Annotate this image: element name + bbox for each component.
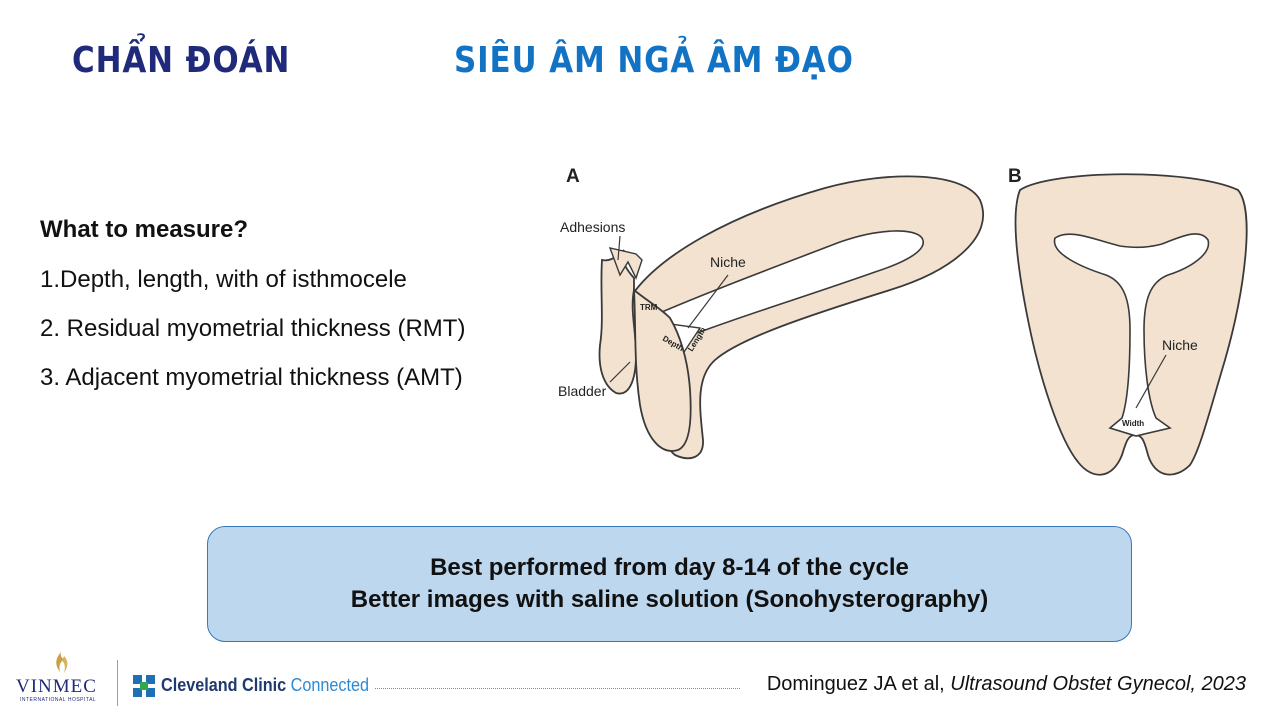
- uterine-canal: [646, 230, 924, 338]
- cleveland-connected: Connected: [290, 675, 370, 695]
- cleveland-clinic-icon: [133, 675, 155, 697]
- tip-callout: Best performed from day 8-14 of the cycl…: [207, 526, 1132, 642]
- measure-item-1: 1.Depth, length, with of isthmocele: [40, 266, 407, 293]
- cervix-shape: [632, 287, 692, 452]
- citation: Dominguez JA et al, Ultrasound Obstet Gy…: [767, 673, 1246, 696]
- bladder-shape: [598, 249, 637, 395]
- vinmec-subtitle: INTERNATIONAL HOSPITAL: [20, 697, 97, 703]
- citation-author: Dominguez JA et al,: [766, 673, 951, 695]
- measure-item-3: 3. Adjacent myometrial thickness (AMT): [40, 364, 463, 391]
- vinmec-logo: VINMEC INTERNATIONAL HOSPITAL: [14, 650, 104, 710]
- citation-journal: Ultrasound Obstet Gynecol, 2023: [950, 673, 1246, 695]
- measurement-list: What to measure? 1.Depth, length, with o…: [40, 216, 540, 413]
- bladder-label: Bladder: [558, 383, 607, 399]
- width-label: Width: [1122, 419, 1144, 428]
- cleveland-clinic-wordmark: Cleveland Clinic Connected: [161, 675, 369, 696]
- niche-label-a: Niche: [710, 254, 746, 270]
- footer-divider: [117, 660, 118, 706]
- vinmec-wordmark: VINMEC: [16, 676, 97, 697]
- callout-line-2: Better images with saline solution (Sono…: [350, 586, 989, 613]
- section-title: CHẨN ĐOÁN: [72, 40, 291, 81]
- slide-title: SIÊU ÂM NGẢ ÂM ĐẠO: [454, 40, 854, 81]
- panel-b-label: B: [1008, 166, 1022, 187]
- vinmec-emblem-icon: [56, 652, 68, 673]
- uterine-cavity-shape: [1053, 233, 1210, 437]
- niche-label-b: Niche: [1162, 337, 1198, 353]
- isthmocele-diagram: A Adhesions Niche TRM Depth Length Bladd…: [558, 166, 1248, 476]
- panel-a-label: A: [566, 166, 580, 187]
- callout-line-1: Best performed from day 8-14 of the cycl…: [430, 554, 909, 581]
- cleveland-clinic-name: Cleveland Clinic: [161, 675, 287, 695]
- measure-item-2: 2. Residual myometrial thickness (RMT): [40, 315, 466, 342]
- trm-label: TRM: [640, 303, 658, 312]
- measure-question: What to measure?: [40, 216, 249, 243]
- adhesions-label: Adhesions: [560, 219, 625, 235]
- footer-dotted-rule: [375, 688, 740, 689]
